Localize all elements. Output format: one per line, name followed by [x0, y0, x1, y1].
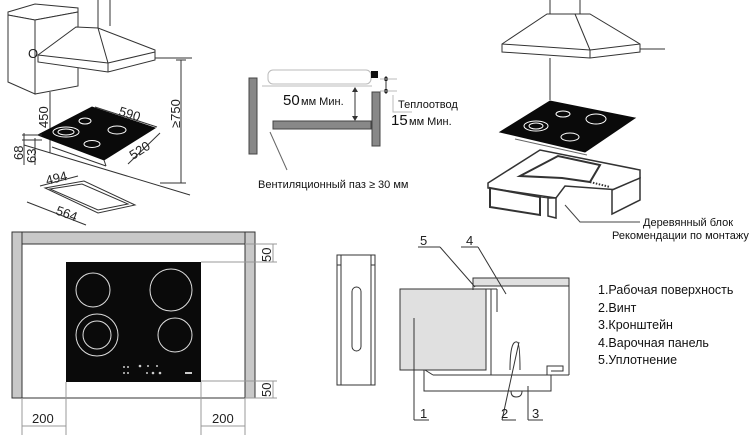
bottom-margin-label: 50 [259, 383, 274, 397]
gap-top-unit: мм Мин. [301, 96, 344, 108]
callout-3: 3 [532, 406, 539, 421]
heat-sink-label: Теплоотвод [398, 99, 458, 111]
left-side-panel [248, 77, 258, 155]
counter-cutout [26, 175, 137, 226]
dim-hood-hob: 450 [36, 106, 51, 128]
exploded-hob [498, 100, 637, 156]
install-recommendation-label: Рекомендации по монтажу [612, 230, 749, 242]
dim-cutout-width: 564 [54, 203, 80, 225]
gap-bottom-value: 15 [391, 112, 408, 129]
bracket-callout-numbers: 5 4 1 2 3 [420, 233, 539, 421]
callout-4: 4 [466, 233, 473, 248]
dim-cutout-depth: 494 [44, 168, 69, 188]
vent-slot-label: Вентиляционный паз ≥ 30 мм [258, 179, 408, 191]
right-margin-label: 200 [212, 411, 234, 426]
right-side-panel [371, 91, 381, 147]
range-hood [37, 0, 192, 73]
top-margin-label: 50 [259, 248, 274, 262]
legend-item-seal: 5.Уплотнение [598, 353, 678, 367]
shelf-panel [272, 120, 372, 130]
hob-panel-part-4 [472, 277, 570, 287]
callout-2: 2 [501, 406, 508, 421]
gap-bottom-unit: мм Мин. [409, 116, 452, 128]
legend-item-screw: 2.Винт [598, 300, 637, 315]
wooden-block [487, 149, 641, 219]
dim-hob-thickness-a: 68 [11, 146, 26, 160]
dim-hob-thickness-b: 63 [24, 149, 39, 163]
callout-5: 5 [420, 233, 427, 248]
svg-text:O: O [28, 46, 38, 61]
bracket-cross-section [336, 246, 570, 421]
legend-item-hob-panel: 4.Варочная панель [598, 335, 709, 350]
legend-item-bracket: 3.Кронштейн [598, 318, 673, 332]
worktop-part-1 [399, 288, 487, 371]
legend-item-worktop: 1.Рабочая поверхность [598, 283, 734, 297]
isometric-installation-diagram: O [7, 0, 192, 226]
bracket-side-view [336, 254, 376, 386]
isometric-dimension-labels: 450 ≥750 590 520 68 63 494 564 [11, 99, 183, 224]
heat-sink-block [371, 71, 378, 78]
ventilation-diagram: 50 мм Мин. Теплоотвод 15 мм Мин. Вентиля… [248, 69, 458, 191]
dim-hob-width: 590 [117, 104, 142, 125]
hob-glass-panel [36, 106, 157, 167]
gap-top-value: 50 [283, 92, 300, 109]
top-view-clearance-diagram [11, 231, 277, 435]
callout-1: 1 [420, 406, 427, 421]
exploded-install-diagram [487, 0, 665, 223]
parts-legend: 1.Рабочая поверхность 2.Винт 3.Кронштейн… [598, 282, 733, 370]
top-view-hob [66, 262, 201, 382]
wood-block-label: Деревянный блок [643, 217, 733, 229]
left-margin-label: 200 [32, 411, 54, 426]
dim-counter-height: ≥750 [168, 99, 183, 128]
